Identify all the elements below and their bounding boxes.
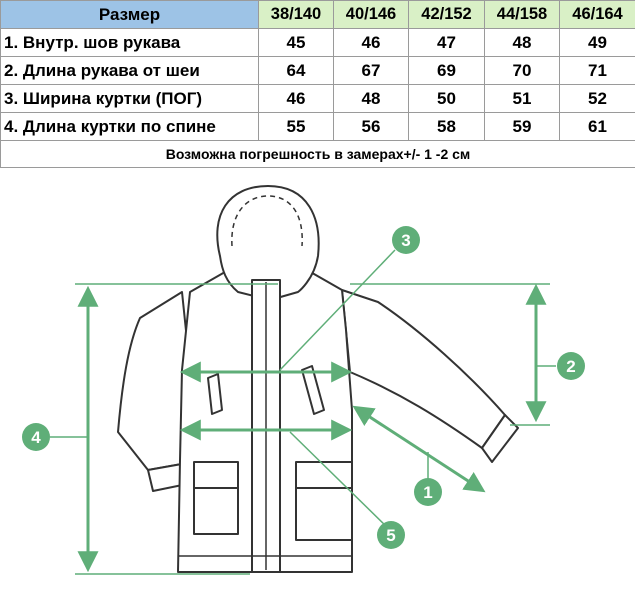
size-header-label: Размер	[0, 0, 259, 29]
row-label: 4. Длина куртки по спине	[0, 112, 259, 141]
left-pocket	[193, 487, 239, 535]
table-cell: 58	[408, 112, 485, 141]
table-cell: 61	[559, 112, 635, 141]
table-cell: 56	[333, 112, 409, 141]
table-header-row: Размер 38/140 40/146 42/152 44/158 46/16…	[0, 0, 635, 29]
size-column-header: 40/146	[333, 0, 409, 29]
table-cell: 67	[333, 56, 409, 85]
table-cell: 64	[258, 56, 334, 85]
table-row: 4. Длина куртки по спине 55 56 58 59 61	[0, 112, 635, 141]
marker-1-badge: 1	[414, 478, 442, 506]
table-row: 3. Ширина куртки (ПОГ) 46 48 50 51 52	[0, 84, 635, 113]
right-pocket	[295, 487, 353, 541]
inner-sleeve-line	[352, 405, 486, 493]
size-column-header: 42/152	[408, 0, 485, 29]
right-sleeve	[341, 289, 506, 449]
marker-3-badge: 3	[392, 226, 420, 254]
note-row: Возможна погрешность в замерах+/- 1 -2 с…	[0, 140, 635, 168]
marker-3-label: 3	[401, 231, 410, 250]
size-column-header: 44/158	[484, 0, 560, 29]
jacket-measurement-diagram: 1 2 3 4 5	[22, 185, 585, 575]
table-cell: 49	[559, 28, 635, 57]
table-cell: 47	[408, 28, 485, 57]
marker-2-badge: 2	[557, 352, 585, 380]
table-row: 2. Длина рукава от шеи 64 67 69 70 71	[0, 56, 635, 85]
table-cell: 52	[559, 84, 635, 113]
row-label: 2. Длина рукава от шеи	[0, 56, 259, 85]
table-cell: 51	[484, 84, 560, 113]
marker-4-badge: 4	[22, 423, 50, 451]
hood	[216, 185, 320, 301]
table-cell: 71	[559, 56, 635, 85]
row-label: 1. Внутр. шов рукава	[0, 28, 259, 57]
measurement-lines	[50, 249, 556, 575]
table-cell: 59	[484, 112, 560, 141]
table-cell: 50	[408, 84, 485, 113]
left-pocket-flap	[193, 461, 239, 489]
row-label: 3. Ширина куртки (ПОГ)	[0, 84, 259, 113]
table-cell: 55	[258, 112, 334, 141]
measurement-tolerance-note: Возможна погрешность в замерах+/- 1 -2 с…	[0, 140, 635, 168]
table-cell: 46	[258, 84, 334, 113]
marker-1-label: 1	[423, 483, 432, 502]
size-column-header: 46/164	[559, 0, 635, 29]
marker-5-label: 5	[386, 526, 395, 545]
table-row: 1. Внутр. шов рукава 45 46 47 48 49	[0, 28, 635, 57]
marker-2-label: 2	[566, 357, 575, 376]
table-cell: 69	[408, 56, 485, 85]
table-cell: 70	[484, 56, 560, 85]
table-cell: 48	[333, 84, 409, 113]
jacket-outline	[117, 185, 519, 573]
size-column-header: 38/140	[258, 0, 334, 29]
marker-4-label: 4	[31, 428, 41, 447]
right-cuff	[481, 414, 519, 463]
marker-5-badge: 5	[377, 521, 405, 549]
size-chart-table: Размер 38/140 40/146 42/152 44/158 46/16…	[0, 0, 635, 168]
table-cell: 48	[484, 28, 560, 57]
table-cell: 46	[333, 28, 409, 57]
table-cell: 45	[258, 28, 334, 57]
